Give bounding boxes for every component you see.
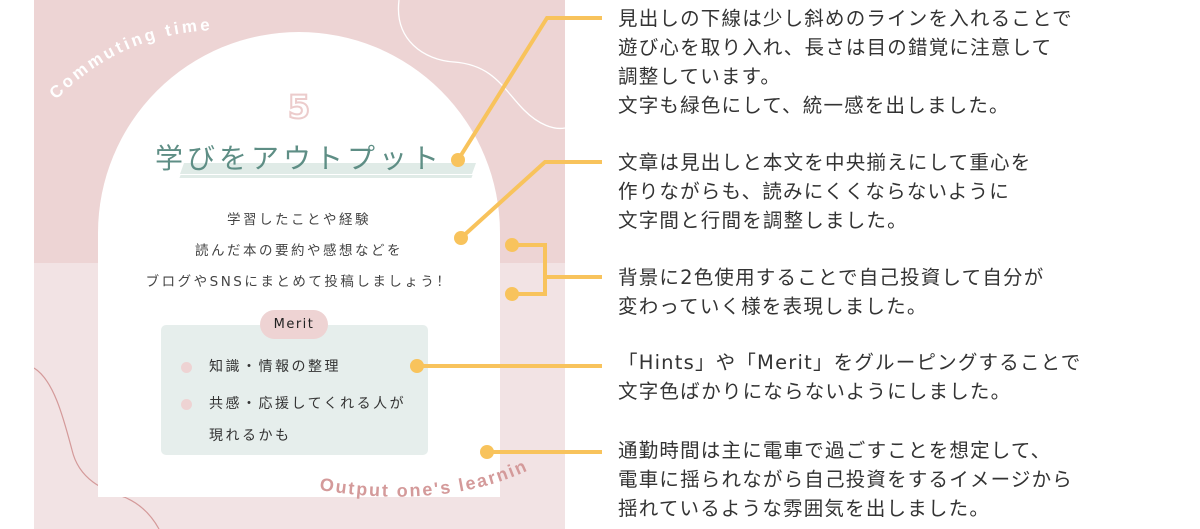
annotation-2: 文章は見出しと本文を中央揃えにして重心を作りながらも、読みにくくならないように文… <box>618 148 1031 235</box>
body-text: 学習したことや経験 読んだ本の要約や感想などを ブログやSNSにまとめて投稿しま… <box>98 205 500 298</box>
section-number: 5 <box>287 87 311 127</box>
annotation-4: 「Hints」や「Merit」をグルーピングすることで文字色ばかりにならないよう… <box>618 348 1081 406</box>
annotation-line: 調整しています。 <box>618 65 782 88</box>
curved-text-layer: Commuting time Output one's learning <box>34 0 529 501</box>
annotation-3: 背景に2色使用することで自己投資して自分が変わっていく様を表現しました。 <box>618 263 1044 321</box>
merit-item: 共感・応援してくれる人が 現れるかも <box>209 388 406 452</box>
merit-item-line: 現れるかも <box>209 428 292 444</box>
annotation-line: 文字も緑色にして、統一感を出しました。 <box>618 94 1010 117</box>
annotation-line: 通勤時間は主に電車で過ごすことを想定して、 <box>618 439 1052 462</box>
white-wave-line <box>397 0 565 130</box>
connector-dot <box>480 445 494 459</box>
bullet-icon <box>181 399 192 410</box>
connector-bracket-3 <box>512 243 547 296</box>
bullet-icon <box>181 362 192 373</box>
annotation-1: 見出しの下線は少し斜めのラインを入れることで遊び心を取り入れ、長さは目の錯覚に注… <box>618 4 1073 120</box>
annotation-line: 文章は見出しと本文を中央揃えにして重心を <box>618 151 1032 174</box>
annotation-line: 変わっていく様を表現しました。 <box>618 295 928 318</box>
annotation-line: 揺れているような雰囲気を出しました。 <box>618 497 991 520</box>
body-line: 学習したことや経験 <box>227 212 371 228</box>
merit-item: 知識・情報の整理 <box>209 351 341 383</box>
section-title: 学びをアウトプット <box>154 142 443 175</box>
decorative-curves <box>34 0 565 529</box>
annotation-line: 作りながらも、読みにくくならないように <box>618 180 1010 203</box>
connector-dot <box>505 238 519 252</box>
connector-dot <box>451 153 465 167</box>
annotation-line: 文字間と行間を調整しました。 <box>618 209 908 232</box>
body-line: ブログやSNSにまとめて投稿しましょう！ <box>145 274 453 290</box>
annotation-line: 背景に2色使用することで自己投資して自分が <box>618 266 1045 289</box>
annotation-line: 「Hints」や「Merit」をグルーピングすることで <box>618 351 1082 374</box>
pink-wave-line <box>34 367 160 529</box>
annotation-line: 文字色ばかりにならないようにしました。 <box>618 380 1012 403</box>
body-line: 読んだ本の要約や感想などを <box>195 243 403 259</box>
connector-line-1 <box>456 16 602 162</box>
merit-box <box>161 325 428 455</box>
annotation-line: 見出しの下線は少し斜めのラインを入れることで <box>618 7 1073 30</box>
connector-dot <box>410 359 424 373</box>
merit-item-line: 知識・情報の整理 <box>209 359 341 375</box>
connector-dot <box>505 287 519 301</box>
merit-badge: Merit <box>260 310 328 339</box>
merit-item-line: 共感・応援してくれる人が <box>209 396 407 412</box>
connector-dot <box>454 231 468 245</box>
connector-line-2 <box>459 160 602 240</box>
annotation-5: 通勤時間は主に電車で過ごすことを想定して、電車に揺られながら自己投資をするイメー… <box>618 436 1073 523</box>
annotation-line: 遊び心を取り入れ、長さは目の錯覚に注意して <box>618 36 1053 59</box>
annotation-line: 電車に揺られながら自己投資をするイメージから <box>618 468 1074 491</box>
